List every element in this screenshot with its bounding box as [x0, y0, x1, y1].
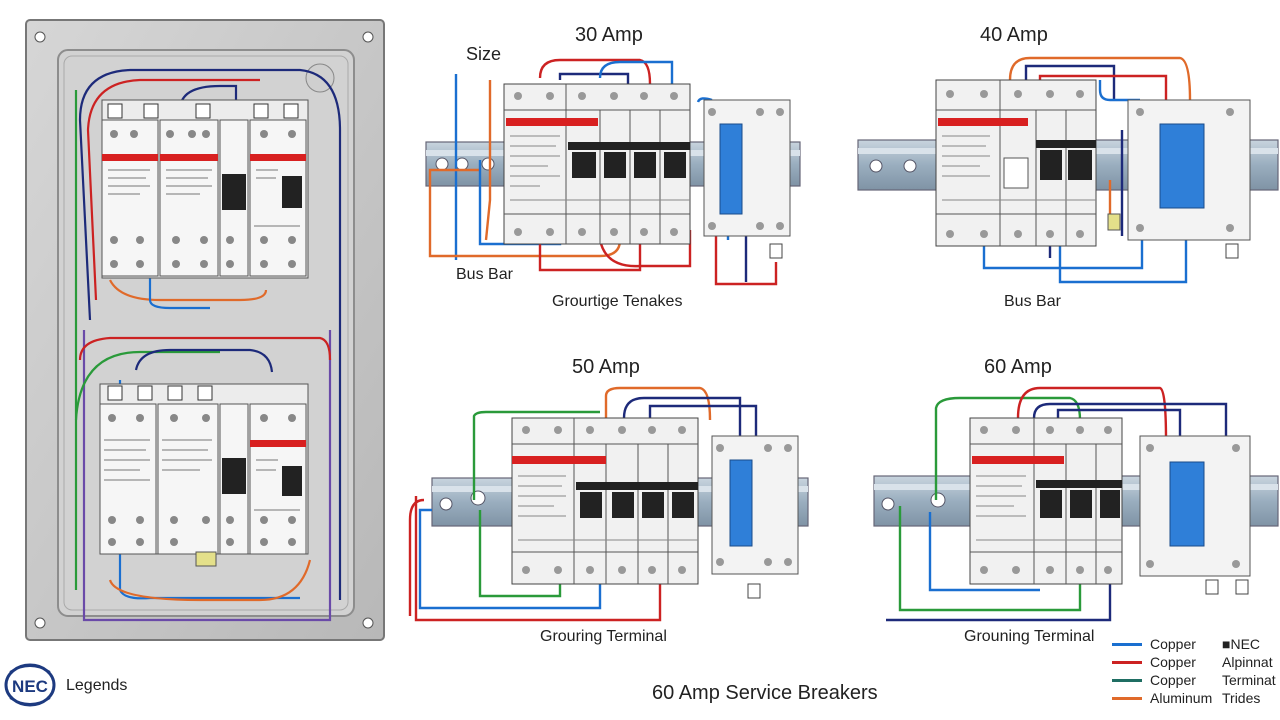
legend-item-note: ■NEC	[1222, 636, 1261, 652]
legend-swatch	[1112, 643, 1142, 646]
assembly-50-amp	[408, 386, 809, 622]
panel-40-bus-bar-label: Bus Bar	[1004, 293, 1061, 310]
panel-60-grounding-label: Grouning Terminal	[964, 628, 1095, 645]
legend-item-note: Trides	[1222, 690, 1261, 706]
panel-50-grounding-label: Grouring Terminal	[540, 628, 667, 645]
panel-40-amp-label: 40 Amp	[980, 24, 1048, 46]
nec-logo: NEC	[4, 663, 56, 707]
legend-item-label: Copper	[1150, 654, 1196, 670]
legend-item-note: Terminat	[1222, 672, 1276, 688]
legend-item-label: Copper	[1150, 672, 1196, 688]
assembly-40-amp	[857, 56, 1279, 284]
panel-30-terminal-label: Grourtige Tenakes	[552, 293, 683, 310]
legend-swatch	[1112, 697, 1142, 700]
panel-30-size-label: Size	[466, 44, 502, 64]
enclosure-breaker-row-bottom	[99, 383, 309, 567]
panel-60-amp-label: 60 Amp	[984, 356, 1052, 378]
diagram-title: 60 Amp Service Breakers	[652, 682, 878, 704]
enclosure-wires	[74, 68, 342, 622]
panel-50-amp-label: 50 Amp	[572, 356, 640, 378]
legend-swatch	[1112, 679, 1142, 682]
legend-item-label: Aluminum	[1150, 690, 1213, 706]
panel-30-bus-bar-label: Bus Bar	[456, 266, 513, 283]
assembly-30-amp	[425, 58, 801, 286]
legend-swatch	[1112, 661, 1142, 664]
legend-item-note: Alpinnat	[1222, 654, 1273, 670]
legend-item-label: Copper	[1150, 636, 1196, 652]
enclosure-breaker-row-top	[101, 99, 309, 279]
nec-logo-text: NEC	[12, 677, 48, 696]
assembly-60-amp	[873, 386, 1279, 622]
legends-caption: Legends	[66, 677, 128, 694]
panel-30-amp-label: 30 Amp	[575, 24, 643, 46]
